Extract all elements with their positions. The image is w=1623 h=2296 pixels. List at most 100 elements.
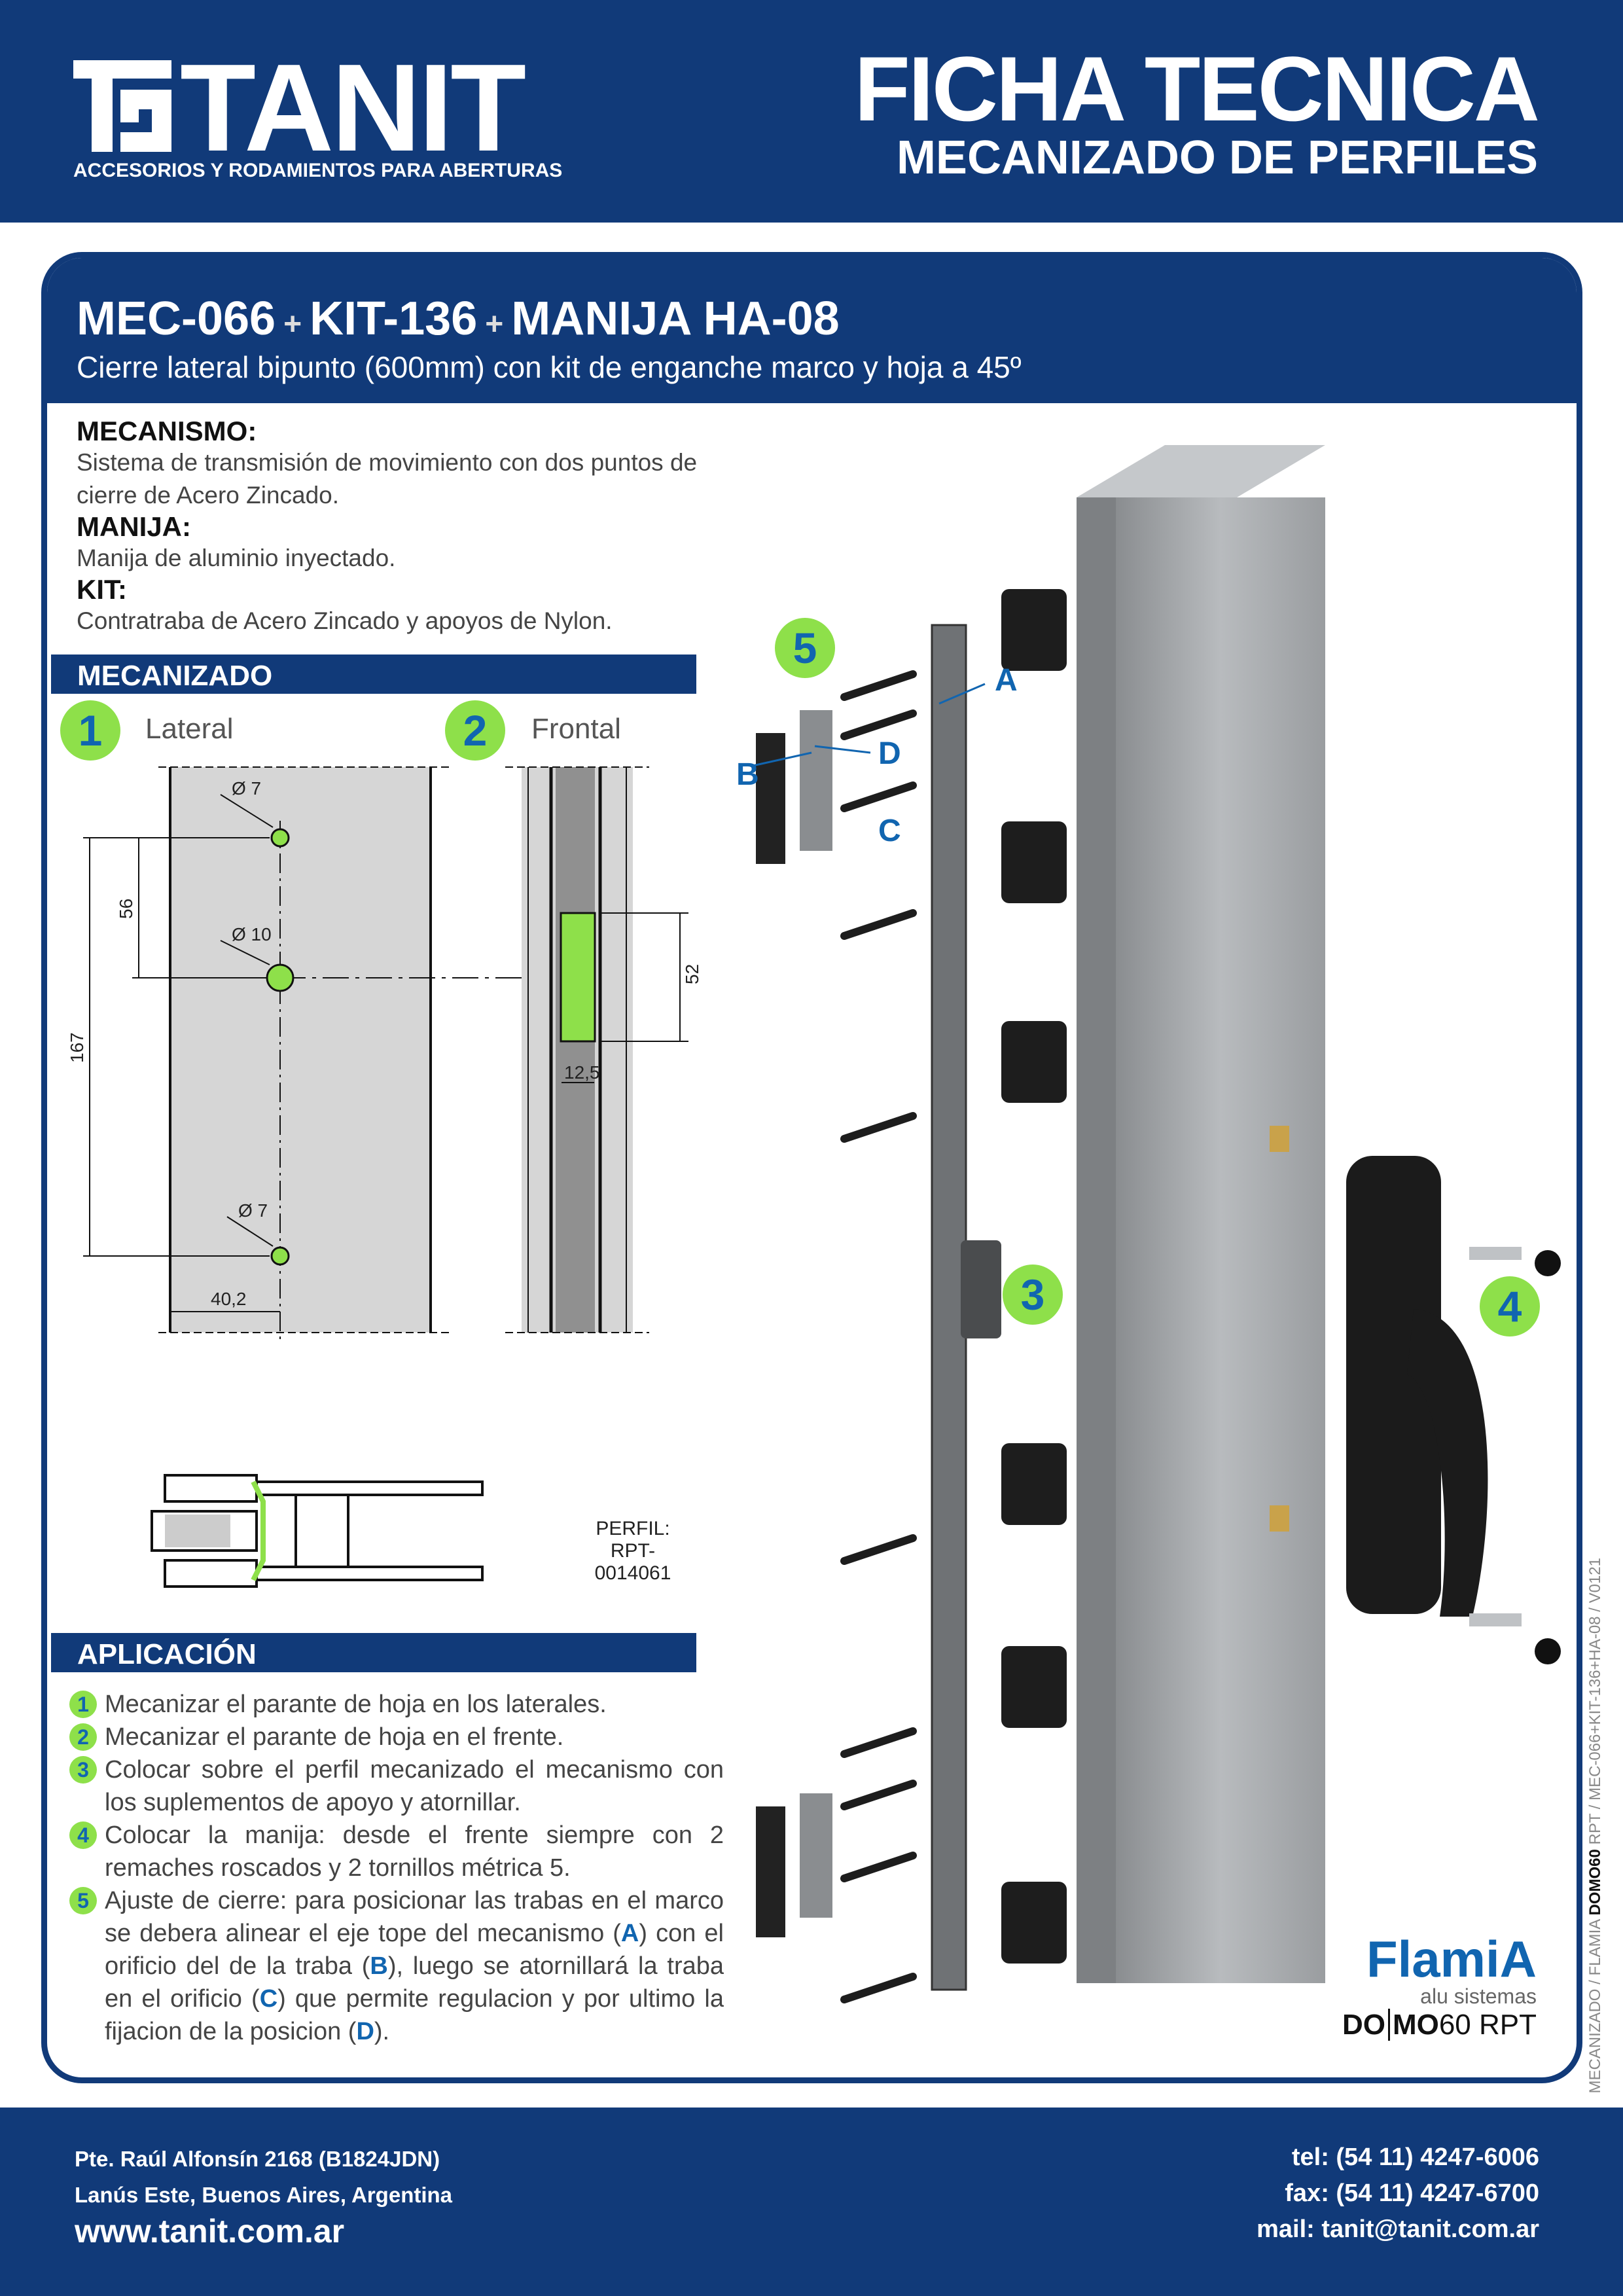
aplicacion-heading: APLICACIÓN	[51, 1633, 696, 1672]
email-link[interactable]: mail: tanit@tanit.com.ar	[1257, 2215, 1539, 2243]
step-text-part: ) con el orificio del de la traba (	[105, 1920, 724, 1980]
step-badge: 1	[69, 1691, 97, 1718]
document-title: FICHA TECNICA	[854, 37, 1540, 140]
dim-diameter-mid: Ø 10	[232, 924, 272, 944]
code-mec: MEC-066	[77, 293, 276, 345]
address-line-2: Lanús Este, Buenos Aires, Argentina	[75, 2183, 453, 2207]
step-badge: 4	[69, 1821, 97, 1849]
step-text-part: Ajuste de cierre: para posicionar las tr…	[105, 1887, 724, 1947]
plus-sign: +	[485, 307, 504, 342]
list-item: 1 Mecanizar el parante de hoja en los lat…	[69, 1688, 724, 1721]
hole-middle	[266, 963, 294, 992]
mechanism-strip	[931, 624, 967, 1991]
step-text: Mecanizar el parante de hoja en el frent…	[105, 1723, 564, 1751]
spec-heading: MECANISMO:	[77, 416, 257, 446]
frontal-slot	[560, 912, 596, 1043]
callout-4: 4	[1480, 1276, 1540, 1336]
footer: Pte. Raúl Alfonsín 2168 (B1824JDN) Lanús…	[0, 2108, 1623, 2296]
frontal-panel	[505, 766, 688, 1333]
ref-d: D	[356, 2018, 374, 2045]
dim-52: 52	[682, 964, 702, 984]
step-badge: 5	[69, 1887, 97, 1914]
hole-bottom	[270, 1246, 290, 1266]
system-part-c: 60 RPT	[1438, 2009, 1537, 2041]
strike-plates	[756, 710, 832, 1937]
product-title-bar: MEC-066+KIT-136+MANIJA HA-08 Cierre late…	[47, 258, 1577, 403]
label-b: B	[736, 757, 759, 792]
dim-diameter-bot: Ø 7	[238, 1200, 268, 1221]
fax: fax: (54 11) 4247-6700	[1285, 2179, 1539, 2207]
step-text: Ajuste de cierre: para posicionar las tr…	[105, 1884, 724, 2048]
specs: MECANISMO: Sistema de transmisión de mov…	[77, 416, 724, 637]
tanit-logo-icon	[73, 60, 171, 152]
profile-code: RPT-0014061	[594, 1540, 671, 1584]
dim-40-2: 40,2	[211, 1289, 247, 1309]
application-list: 1 Mecanizar el parante de hoja en los lat…	[69, 1688, 724, 2048]
spec-heading: MANIJA:	[77, 511, 191, 543]
screws	[840, 670, 917, 2003]
partner-brand: FlamiA	[1366, 1930, 1537, 1988]
handle	[1346, 1156, 1488, 1617]
partner-sub: alu sistemas	[1420, 1984, 1537, 2008]
machining-drawing: Ø 7 Ø 10 Ø 7 56 167 40,2 52 12,5	[67, 766, 702, 1344]
callout-3: 3	[1003, 1265, 1063, 1325]
code-handle: MANIJA HA-08	[511, 293, 840, 345]
view-label-lateral: Lateral	[145, 713, 234, 745]
step-text-part: ) que permite regulacion y por ultimo la…	[105, 1985, 724, 2045]
list-item: 3 Colocar sobre el perfil mecanizado el m…	[69, 1753, 724, 1819]
code-system: DOMO60	[1586, 1849, 1604, 1916]
profile-reference: PERFIL: RPT-0014061	[577, 1518, 688, 1585]
assembly-illustration	[752, 445, 1561, 2003]
step-text: Mecanizar el parante de hoja en los late…	[105, 1691, 607, 1718]
dim-12-5: 12,5	[564, 1062, 600, 1083]
dim-diameter-top: Ø 7	[232, 778, 261, 798]
profile-section-drawing	[151, 1474, 484, 1588]
spec-text: Manija de aluminio inyectado.	[77, 545, 396, 572]
mechanism-gearbox	[961, 1240, 1001, 1338]
profile-label: PERFIL:	[596, 1518, 670, 1539]
step-text-part: ), luego se atornillará la traba en el o…	[105, 1952, 724, 2013]
ref-b: B	[370, 1952, 388, 1980]
ref-a: A	[620, 1920, 639, 1947]
code-kit: KIT-136	[310, 293, 478, 345]
plus-sign: +	[283, 307, 302, 342]
system-part-a: DO	[1342, 2009, 1385, 2041]
step-badge: 2	[69, 1723, 97, 1751]
system-part-b: MO	[1392, 2009, 1439, 2041]
spec-heading: KIT:	[77, 574, 127, 605]
mecanizado-heading: MECANIZADO	[51, 655, 696, 694]
step-badge-2: 2	[445, 700, 505, 761]
brand-name: TANIT	[180, 39, 526, 177]
callout-5: 5	[775, 618, 835, 678]
hole-top	[270, 828, 290, 848]
ref-c: C	[259, 1985, 278, 2013]
document-subtitle: MECANIZADO DE PERFILES	[896, 132, 1538, 184]
step-text: Colocar sobre el perfil mecanizado el me…	[105, 1756, 724, 1816]
step-badge-1: 1	[60, 700, 120, 761]
view-label-frontal: Frontal	[531, 713, 621, 745]
dim-167: 167	[67, 1032, 87, 1063]
product-title: MEC-066+KIT-136+MANIJA HA-08	[77, 292, 840, 346]
content-frame: MEC-066+KIT-136+MANIJA HA-08 Cierre late…	[41, 252, 1582, 2083]
lateral-panel	[170, 767, 432, 1333]
label-d: D	[878, 736, 901, 771]
spec-text: Contratraba de Acero Zincado y apoyos de…	[77, 607, 613, 635]
website-link[interactable]: www.tanit.com.ar	[75, 2213, 345, 2250]
code-part: MECANIZADO / FLAMIA	[1586, 1915, 1604, 2094]
list-item: 5 Ajuste de cierre: para posicionar las t…	[69, 1884, 724, 2048]
spec-text: Sistema de transmisión de movimiento con…	[77, 449, 698, 509]
label-a: A	[995, 663, 1018, 698]
document-code: MECANIZADO / FLAMIA DOMO60 RPT / MEC-066…	[1586, 1558, 1605, 2094]
brand-tagline: ACCESORIOS Y RODAMIENTOS PARA ABERTURAS	[73, 160, 563, 181]
nylon-supports	[1001, 589, 1067, 1964]
list-item: 2 Mecanizar el parante de hoja en el fren…	[69, 1721, 724, 1753]
address-line-1: Pte. Raúl Alfonsín 2168 (B1824JDN)	[75, 2147, 440, 2171]
header: TANIT ACCESORIOS Y RODAMIENTOS PARA ABER…	[0, 0, 1623, 223]
aluminium-profile	[1077, 445, 1325, 1983]
step-badge: 3	[69, 1756, 97, 1784]
code-part: RPT / MEC-066+KIT-136+HA-08 / V0121	[1586, 1558, 1604, 1850]
step-text-part: ).	[374, 2018, 390, 2045]
